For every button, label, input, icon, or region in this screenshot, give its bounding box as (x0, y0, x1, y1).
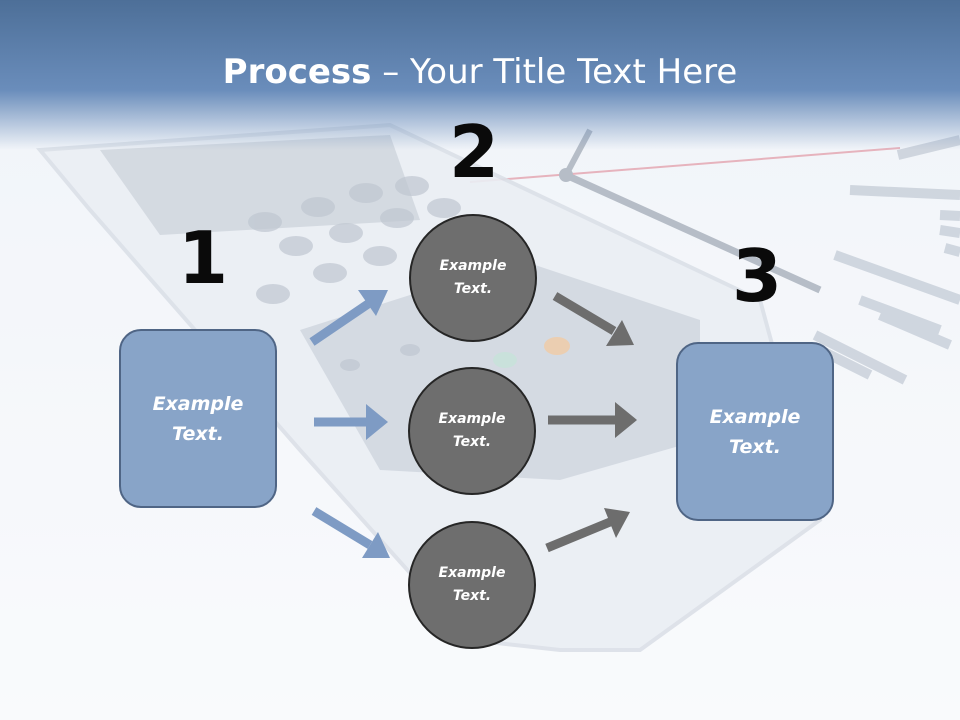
circle-middle-line2: Text. (452, 434, 492, 450)
source-box: Example Text. (119, 329, 277, 508)
circle-bottom: Example Text. (408, 521, 536, 649)
title-bold: Process (222, 52, 372, 92)
arrow-to-circle-bottom (311, 507, 390, 558)
circle-top-line2: Text. (453, 281, 493, 297)
circle-middle-line1: Example (438, 411, 506, 427)
step-number-2: 2 (449, 110, 500, 194)
arrow-from-circle-middle (548, 402, 637, 438)
step-number-1: 1 (178, 216, 229, 300)
source-box-line1: Example (152, 392, 244, 415)
circle-bottom-line2: Text. (452, 588, 492, 604)
circle-top-line1: Example (439, 258, 507, 274)
title-rest: Your Title Text Here (410, 52, 738, 92)
circle-top: Example Text. (409, 214, 537, 342)
arrow-from-circle-bottom (545, 508, 630, 553)
title-dash: – (371, 52, 411, 92)
step-number-3: 3 (732, 234, 783, 318)
circle-middle: Example Text. (408, 367, 536, 495)
target-box-line2: Text. (729, 435, 781, 458)
arrow-from-circle-top (552, 292, 634, 346)
source-box-line2: Text. (172, 422, 224, 445)
slide-title: Process – Your Title Text Here (0, 52, 960, 92)
arrow-to-circle-middle (314, 404, 388, 440)
target-box: Example Text. (676, 342, 834, 521)
circle-bottom-line1: Example (438, 565, 506, 581)
arrow-to-circle-top (309, 290, 388, 346)
target-box-line1: Example (709, 405, 801, 428)
header-band (0, 0, 960, 150)
